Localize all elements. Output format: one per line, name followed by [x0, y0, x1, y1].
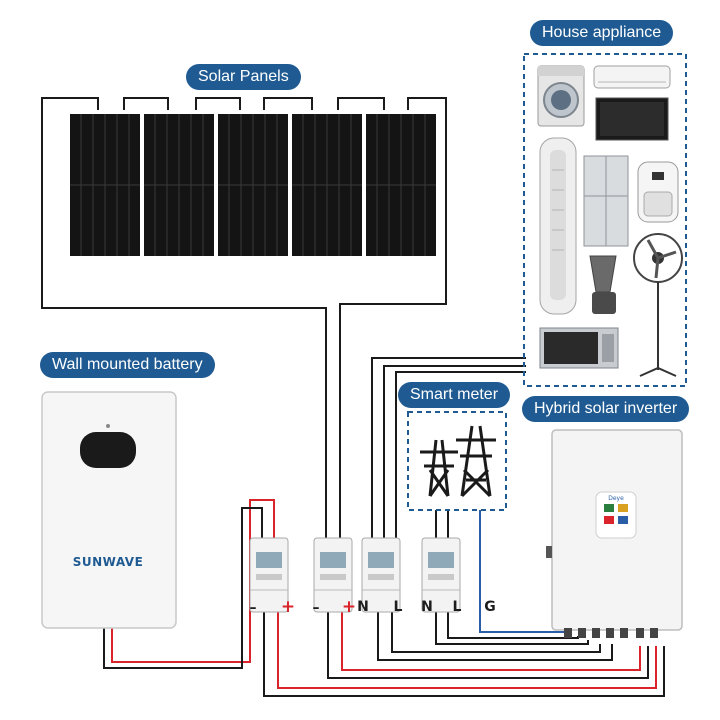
terminal-minus-1: –: [250, 600, 257, 616]
solar-panel: [292, 114, 362, 256]
terminal-l-1: L: [394, 599, 403, 615]
wire-m2-red: [341, 612, 641, 671]
blender-icon: [589, 255, 617, 314]
appliance-wire-1: [371, 357, 526, 540]
meter-1: [249, 537, 289, 613]
terminal-n-1: N: [357, 599, 369, 615]
appliance-icons: [537, 65, 683, 377]
meter-2: [313, 537, 353, 613]
wiring: [41, 97, 665, 697]
wire-m4-n: [435, 612, 589, 645]
solar-panel: [70, 114, 140, 256]
hybrid-inverter-label: Hybrid solar inverter: [522, 396, 690, 422]
air-conditioner-icon: [593, 65, 671, 89]
house-appliance-label: House appliance: [530, 20, 674, 46]
solar-panel: [144, 114, 214, 256]
wire-m1-black: [263, 612, 665, 697]
wire-m3-n: [377, 612, 613, 661]
television-icon: [595, 97, 669, 141]
hybrid-inverter: Deye: [546, 429, 683, 638]
solar-panels-label: Solar Panels: [186, 64, 301, 90]
terminal-l-2: L: [453, 599, 462, 615]
solar-panel: [218, 114, 288, 256]
wire-ground-blue: [479, 510, 566, 633]
inverter-brand-text: Deye: [608, 495, 624, 502]
transmission-tower-icon: [420, 425, 496, 498]
wire-m3-l: [391, 612, 601, 653]
washing-machine-icon: [537, 65, 585, 127]
panel-return-wire: [41, 300, 327, 548]
terminal-plus-2: +: [342, 597, 356, 617]
solar-panel-array: [70, 114, 436, 256]
wire-m1-red: [277, 612, 657, 689]
grid-group-border: [407, 411, 507, 511]
wall-battery-label: Wall mounted battery: [40, 352, 215, 378]
battery-black-wire: [103, 507, 263, 669]
wire-m2-black: [327, 612, 649, 679]
smart-meter-label: Smart meter: [398, 382, 511, 408]
panel-link-wire: [41, 97, 447, 548]
meter-4: [421, 537, 461, 613]
appliance-wire-2: [383, 365, 526, 540]
terminal-plus-1: +: [281, 597, 295, 617]
terminal-n-2: N: [421, 599, 433, 615]
appliance-wire-3: [395, 371, 526, 540]
meter-3: [361, 537, 401, 613]
terminal-g: G: [484, 599, 496, 615]
air-fryer-icon: [637, 161, 679, 223]
solar-panel: [366, 114, 436, 256]
standing-fan-icon: [633, 233, 683, 377]
wall-battery: SUNWAVE: [41, 391, 177, 629]
tower-air-conditioner-icon: [539, 137, 577, 315]
battery-brand-text: SUNWAVE: [73, 555, 144, 569]
appliance-group-border: [523, 53, 687, 387]
microwave-icon: [539, 327, 619, 369]
terminal-minus-2: –: [313, 600, 320, 616]
refrigerator-icon: [583, 155, 629, 247]
